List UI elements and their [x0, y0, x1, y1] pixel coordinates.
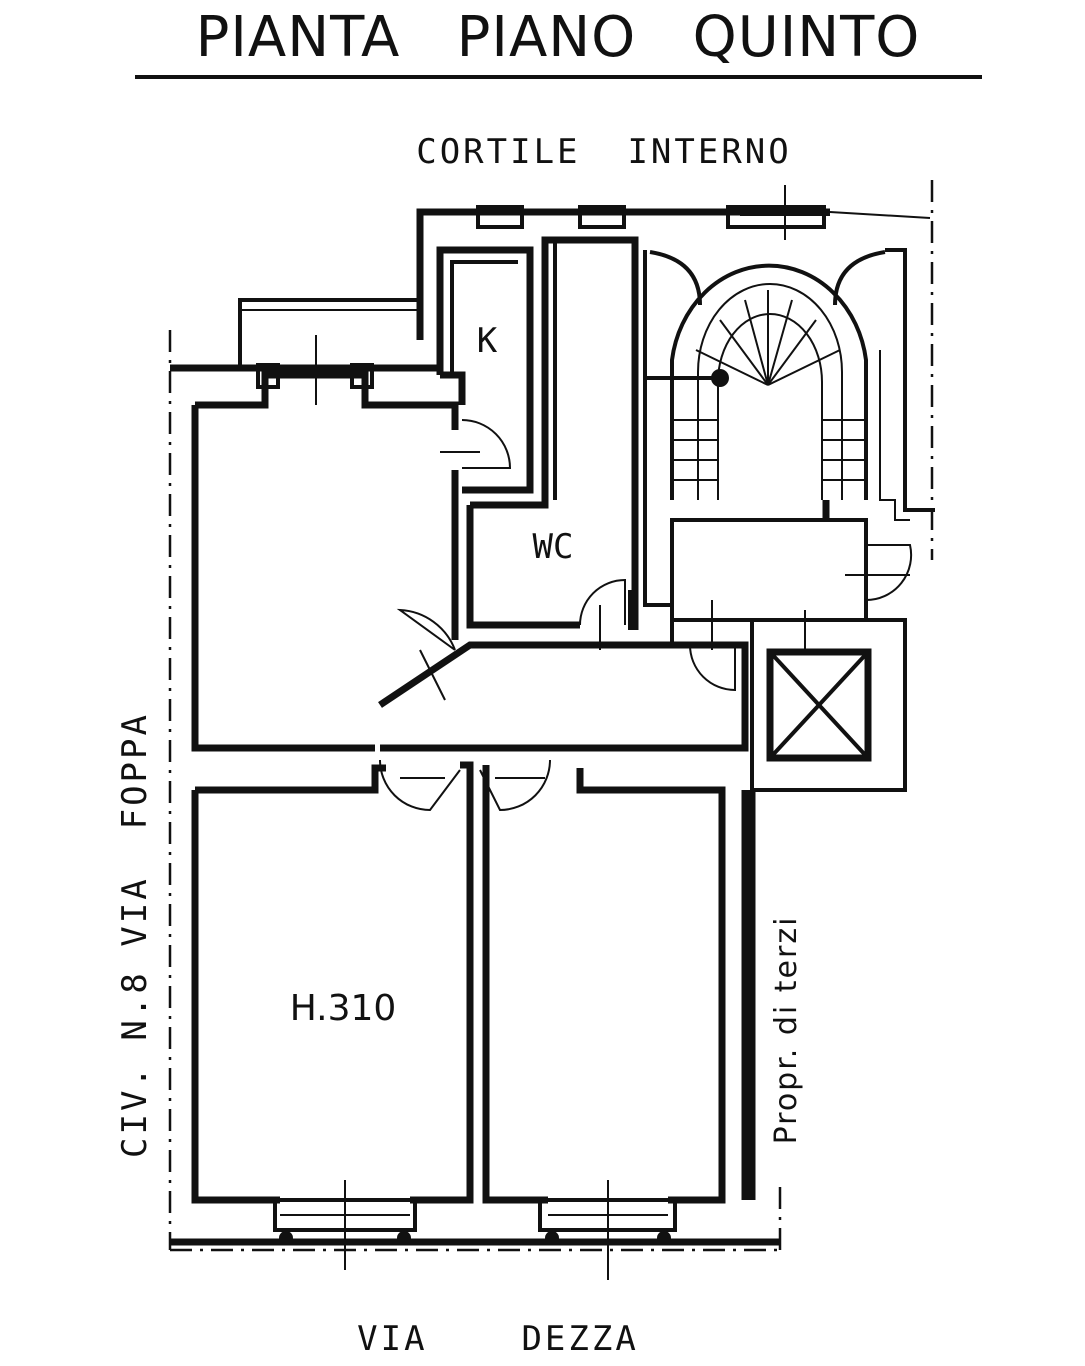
room-wc: WC	[466, 236, 639, 650]
hallway	[378, 608, 749, 812]
landing	[670, 500, 913, 650]
plan-title: PIANTA PIANO QUINTO	[196, 5, 921, 70]
courtyard-facade	[416, 185, 931, 340]
courtyard-label: CORTILE INTERNO	[416, 132, 792, 172]
stairwell	[643, 248, 935, 607]
neighbor-property-label: Propr. di terzi	[769, 916, 804, 1145]
room-bottom-right	[482, 765, 756, 1280]
room-top-left	[191, 335, 459, 752]
wc-label: WC	[533, 527, 574, 567]
ceiling-height-label: H.310	[290, 988, 397, 1029]
street-label-left: CIV. N.8 VIA FOPPA	[115, 712, 155, 1158]
street-label-bottom: VIA DEZZA	[357, 1319, 639, 1359]
room-bottom-left: H.310	[191, 761, 474, 1270]
property-boundary	[168, 180, 934, 1252]
kitchen-label: K	[477, 321, 498, 361]
balcony-top	[170, 298, 440, 372]
room-kitchen: K	[436, 246, 534, 494]
elevator-shaft	[750, 610, 907, 792]
